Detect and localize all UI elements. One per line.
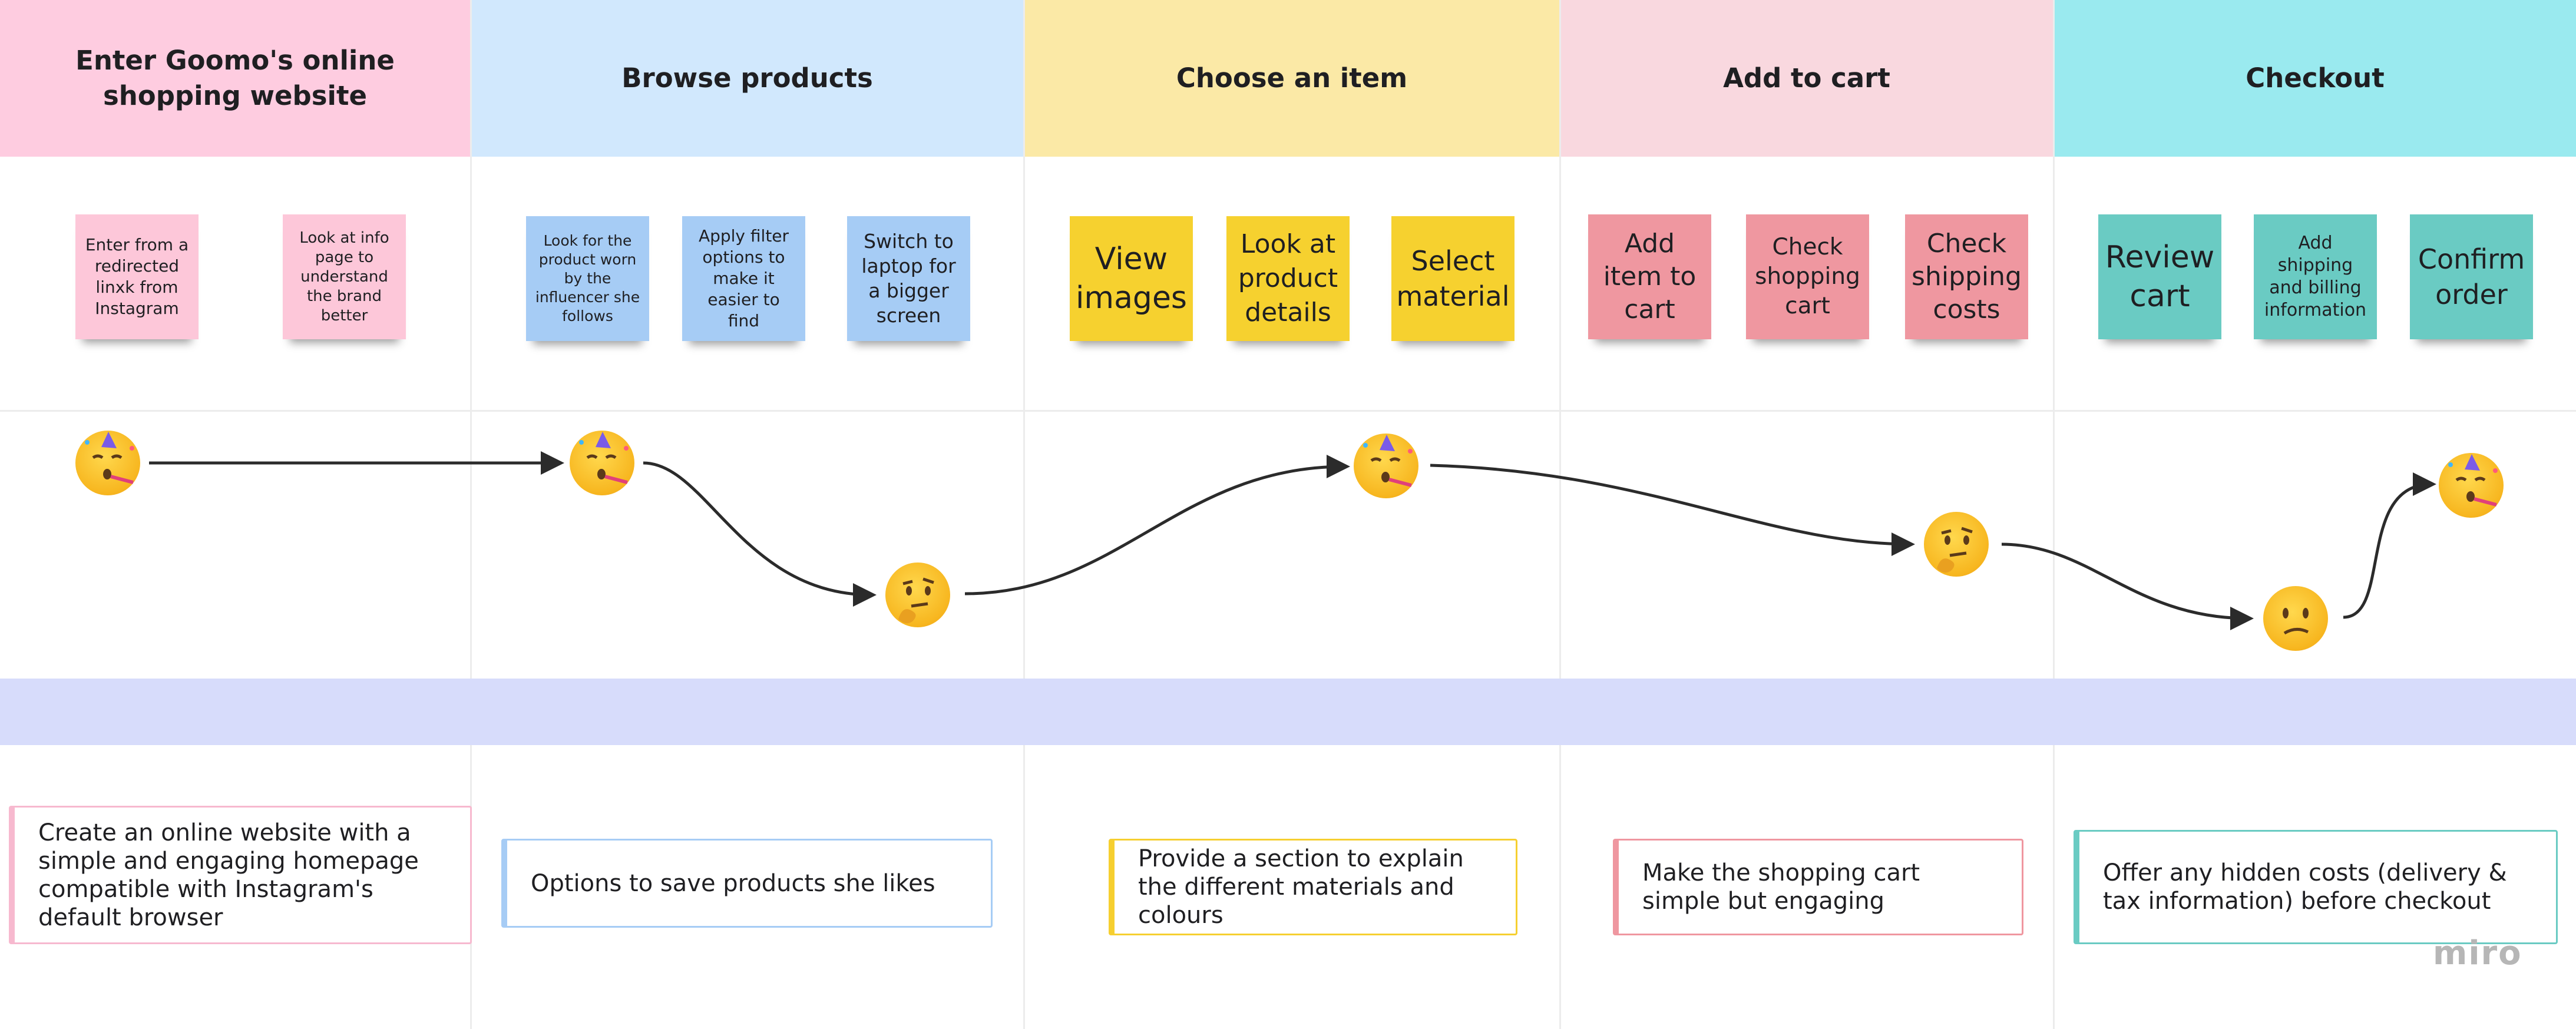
insight-card[interactable]: Options to save products she likes xyxy=(501,839,993,928)
insight-text: Make the shopping cart simple but engagi… xyxy=(1642,859,1920,915)
sticky-text: Apply filter options to make it easier t… xyxy=(698,226,789,330)
sticky-text: Switch to laptop for a bigger screen xyxy=(861,230,956,327)
sticky-note[interactable]: Look at info page to understand the bran… xyxy=(283,214,406,339)
thinking-face-icon xyxy=(885,563,950,627)
flow-arrow xyxy=(1430,464,1915,556)
insight-card[interactable]: Create an online website with a simple a… xyxy=(9,806,472,944)
stage-title: Checkout xyxy=(2246,62,2385,94)
sticky-text: Look at product details xyxy=(1238,229,1338,327)
sticky-text: Select material xyxy=(1396,245,1510,312)
column-divider xyxy=(1023,0,1025,1029)
sticky-note[interactable]: Select material xyxy=(1391,216,1514,341)
insight-card[interactable]: Make the shopping cart simple but engagi… xyxy=(1613,839,2023,935)
sticky-note[interactable]: Switch to laptop for a bigger screen xyxy=(847,216,970,341)
insight-text: Options to save products she likes xyxy=(531,869,935,897)
sticky-note[interactable]: Confirm order xyxy=(2410,214,2533,339)
sticky-note[interactable]: Apply filter options to make it easier t… xyxy=(682,216,805,341)
sticky-text: Confirm order xyxy=(2418,243,2525,310)
stage-header-enter[interactable]: Enter Goomo's online shopping website xyxy=(0,0,470,157)
sticky-text: Enter from a redirected linxk from Insta… xyxy=(85,235,189,318)
sticky-text: View images xyxy=(1075,241,1188,316)
sticky-note[interactable]: Add item to cart xyxy=(1588,214,1711,339)
sticky-note[interactable]: Look for the product worn by the influen… xyxy=(526,216,649,341)
sticky-text: Add shipping and billing information xyxy=(2264,233,2367,320)
sticky-note[interactable]: Review cart xyxy=(2098,214,2221,339)
party-face-icon xyxy=(75,431,140,495)
stage-title: Add to cart xyxy=(1723,62,1890,94)
column-divider xyxy=(1559,0,1561,1029)
stage-header-browse[interactable]: Browse products xyxy=(471,0,1023,157)
party-face-icon xyxy=(570,431,634,495)
sticky-note[interactable]: Check shipping costs xyxy=(1905,214,2028,339)
stage-title: Enter Goomo's online shopping website xyxy=(75,45,395,111)
sticky-text: Review cart xyxy=(2105,240,2215,314)
flow-arrow xyxy=(2343,472,2436,619)
party-face-icon xyxy=(2439,453,2504,518)
insight-card[interactable]: Offer any hidden costs (delivery & tax i… xyxy=(2074,830,2558,944)
sticky-note[interactable]: View images xyxy=(1070,216,1193,341)
sticky-note[interactable]: Add shipping and billing information xyxy=(2254,214,2377,339)
sticky-note[interactable]: Check shopping cart xyxy=(1746,214,1869,339)
flow-arrow xyxy=(643,461,877,607)
flow-arrow xyxy=(964,455,1350,595)
row-divider xyxy=(0,410,2576,412)
stage-header-choose[interactable]: Choose an item xyxy=(1024,0,1559,157)
lane-band xyxy=(0,679,2576,745)
confused-face-icon xyxy=(2263,586,2328,651)
sticky-text: Look for the product worn by the influen… xyxy=(535,232,640,325)
insight-card[interactable]: Provide a section to explain the differe… xyxy=(1109,839,1517,935)
insight-text: Provide a section to explain the differe… xyxy=(1138,845,1464,929)
sticky-text: Look at info page to understand the bran… xyxy=(299,229,389,325)
insight-text: Offer any hidden costs (delivery & tax i… xyxy=(2103,859,2507,915)
insight-text: Create an online website with a simple a… xyxy=(38,819,419,931)
stage-title: Browse products xyxy=(621,62,873,94)
stage-header-checkout[interactable]: Checkout xyxy=(2054,0,2576,157)
flow-arrow xyxy=(2001,542,2254,630)
miro-logo: miro xyxy=(2433,934,2522,972)
column-divider xyxy=(470,0,472,1029)
sticky-text: Add item to cart xyxy=(1603,229,1697,325)
thinking-face-icon xyxy=(1924,512,1989,577)
stage-header-add-to-cart[interactable]: Add to cart xyxy=(1560,0,2053,157)
sticky-text: Check shipping costs xyxy=(1912,229,2022,325)
column-divider xyxy=(2053,0,2055,1029)
stage-title: Choose an item xyxy=(1176,62,1408,94)
sticky-text: Check shopping cart xyxy=(1755,234,1860,319)
party-face-icon xyxy=(1354,434,1418,498)
sticky-note[interactable]: Look at product details xyxy=(1226,216,1350,341)
sticky-note[interactable]: Enter from a redirected linxk from Insta… xyxy=(75,214,199,339)
